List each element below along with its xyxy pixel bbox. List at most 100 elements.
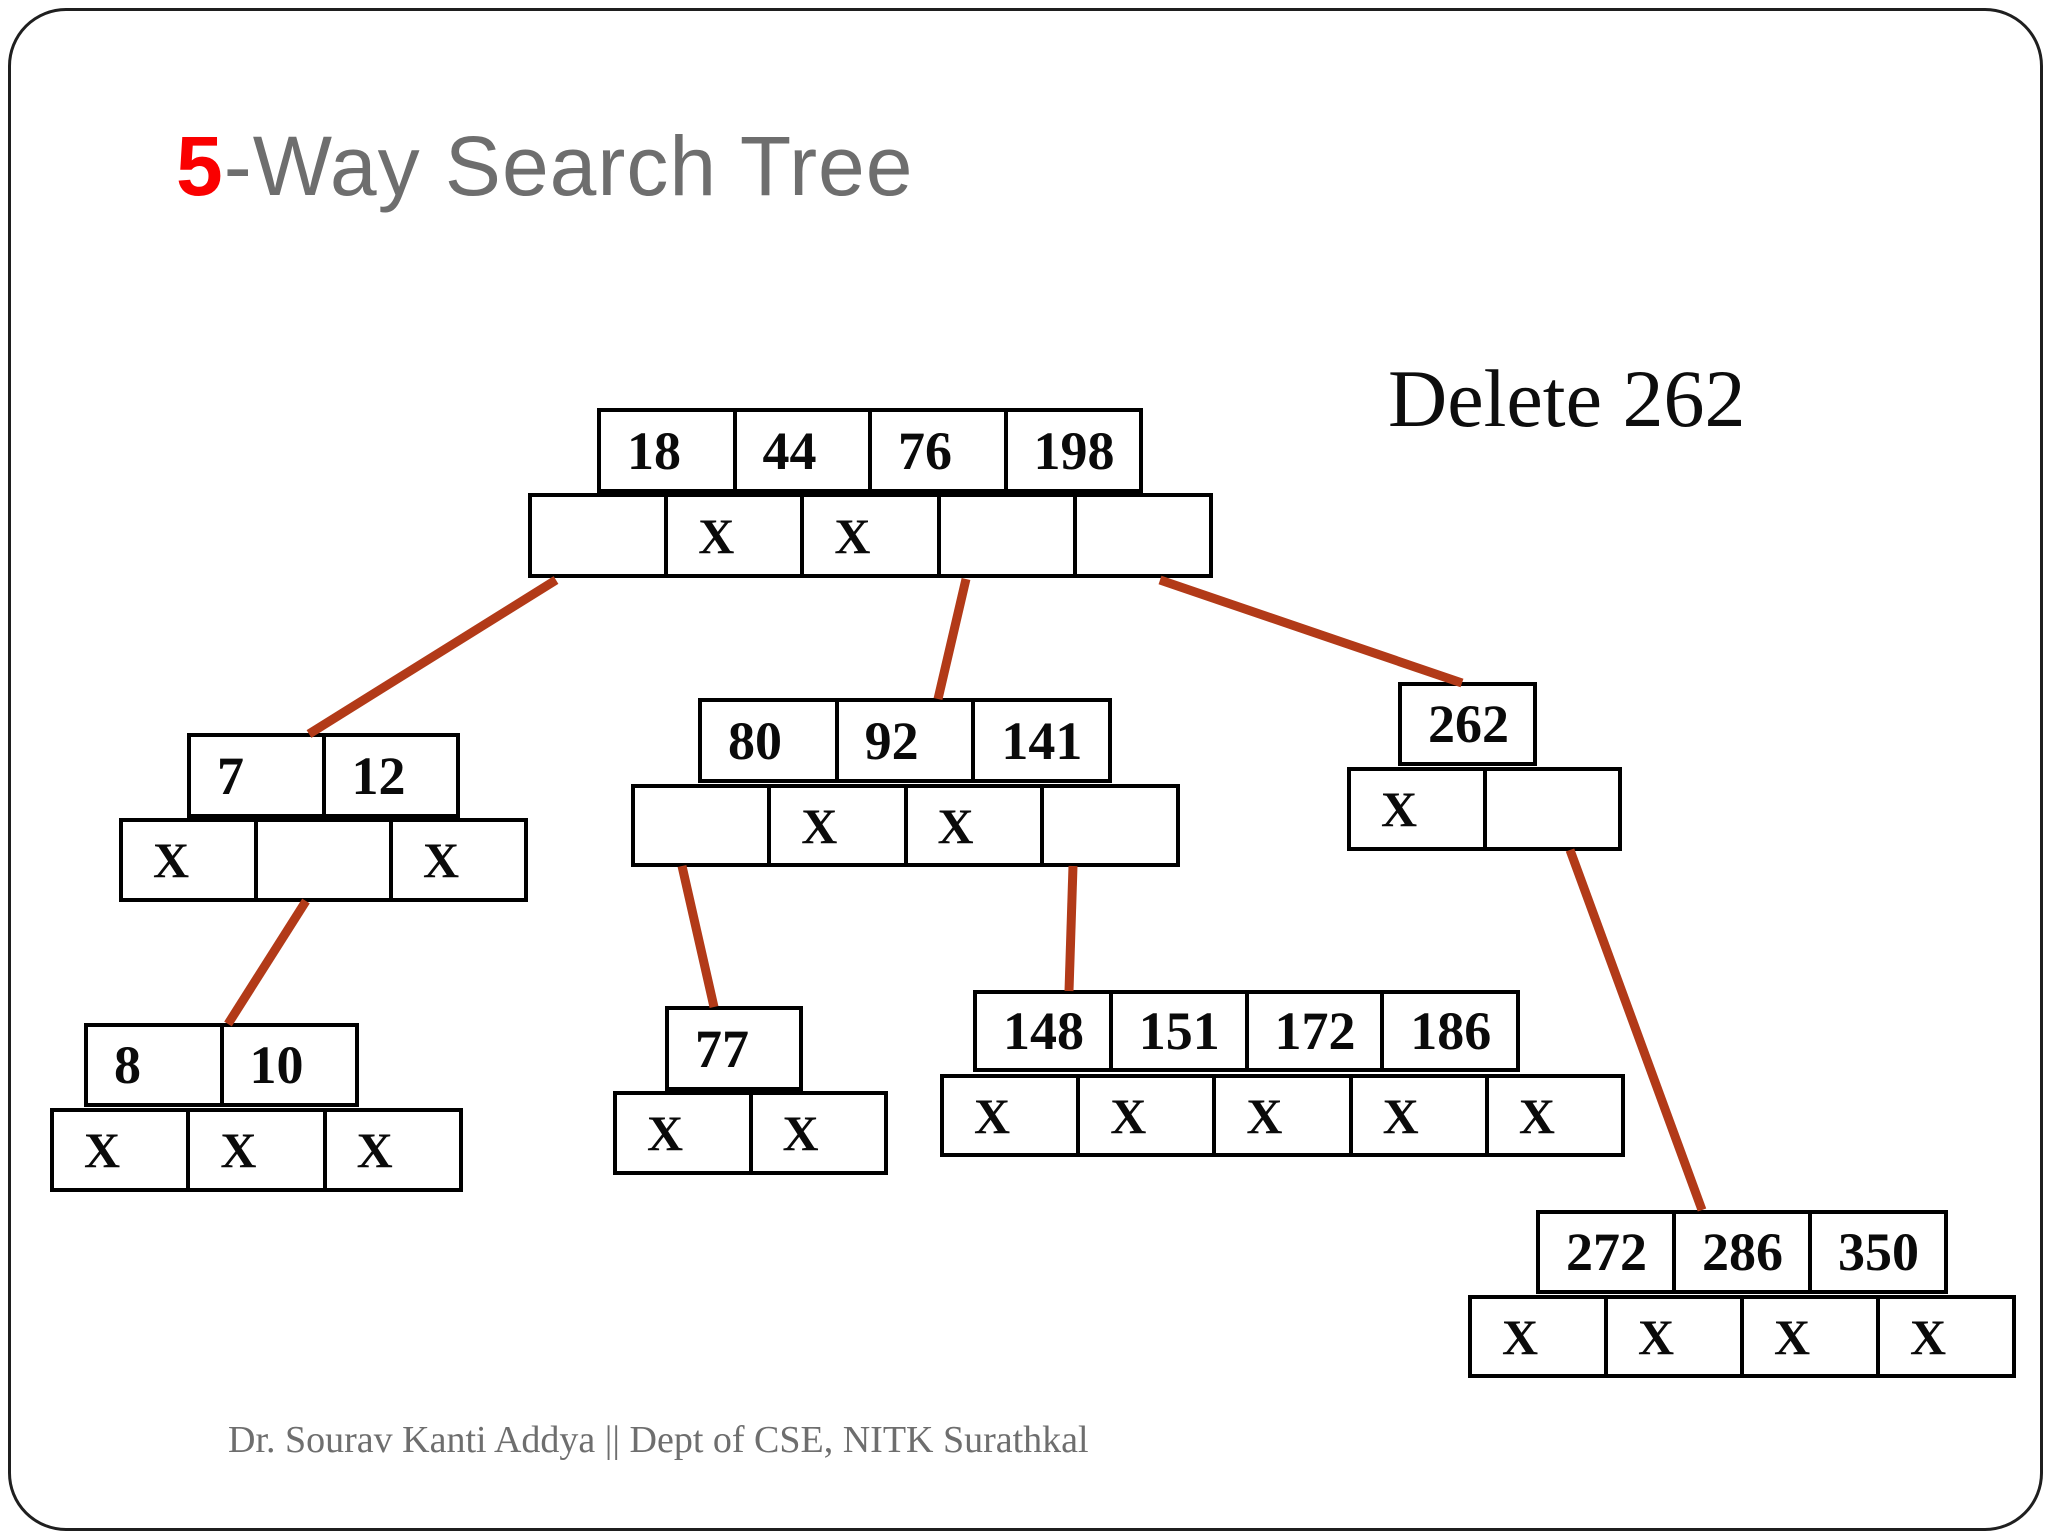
pointer-row: X (1347, 767, 1622, 851)
pointer-cell: X (389, 822, 524, 898)
key-cell: 148 (977, 994, 1109, 1068)
pointer-label: X (834, 507, 871, 564)
edge-node-root-to-node-7-12 (306, 576, 559, 738)
key-row: 80 92 141 (698, 698, 1112, 783)
pointer-cell (936, 497, 1073, 574)
key-cell: 8 (88, 1027, 220, 1103)
pointer-cell: X (748, 1095, 885, 1171)
pointer-cell: X (617, 1095, 749, 1171)
edge-node-root-to-node-80-92-141 (933, 577, 971, 701)
key-cell: 44 (732, 412, 869, 489)
pointer-label: X (356, 1122, 393, 1178)
pointer-cell: X (1076, 1078, 1212, 1153)
pointer-cell: X (903, 788, 1040, 863)
key-cell: 286 (1672, 1214, 1808, 1290)
key-label: 18 (627, 420, 681, 481)
pointer-cell: X (1484, 1078, 1621, 1153)
key-row: 7 12 (187, 733, 460, 818)
edge-node-7-12-to-node-8-10 (224, 898, 310, 1027)
key-label: 77 (695, 1018, 749, 1079)
pointer-label: X (1382, 1087, 1419, 1144)
pointer-cell (1072, 497, 1209, 574)
pointer-cell: X (1212, 1078, 1348, 1153)
pointer-label: X (220, 1122, 257, 1178)
key-cell: 77 (669, 1010, 799, 1087)
key-cell: 186 (1380, 994, 1516, 1068)
edge-node-80-92-141-to-node-148-151-172-186 (1064, 865, 1078, 992)
key-row: 272 286 350 (1536, 1210, 1948, 1294)
key-cell: 80 (702, 702, 835, 779)
pointer-label: X (1638, 1308, 1675, 1365)
key-cell: 151 (1108, 994, 1245, 1068)
key-label: 8 (114, 1035, 141, 1095)
page-title: 5-Way Search Tree (176, 118, 913, 215)
pointer-cell: X (1740, 1299, 1876, 1374)
key-label: 7 (217, 745, 244, 806)
key-label: 10 (249, 1035, 304, 1095)
key-label: 198 (1033, 420, 1115, 481)
key-cell: 272 (1540, 1214, 1672, 1290)
pointer-cell: X (800, 497, 936, 574)
key-cell: 92 (834, 702, 972, 779)
key-row: 8 10 (84, 1023, 359, 1107)
key-cell: 7 (191, 737, 322, 814)
pointer-label: X (801, 797, 838, 854)
key-cell: 76 (868, 412, 1004, 489)
pointer-cell: X (1351, 771, 1483, 847)
pointer-label: X (153, 832, 190, 888)
edge-node-80-92-141-to-node-77 (677, 865, 719, 1008)
pointer-label: X (1246, 1087, 1283, 1144)
pointer-label: X (1518, 1087, 1555, 1144)
key-label: 148 (1003, 1001, 1084, 1061)
key-label: 262 (1428, 694, 1509, 754)
key-label: 286 (1702, 1222, 1783, 1282)
key-row: 262 (1398, 682, 1537, 766)
pointer-cell: X (186, 1112, 322, 1188)
pointer-label: X (1774, 1308, 1811, 1365)
pointer-cell: X (767, 788, 903, 863)
key-label: 92 (864, 710, 919, 771)
pointer-label: X (423, 832, 460, 888)
pointer-cell (1039, 788, 1176, 863)
annotation-delete-262: Delete 262 (1388, 353, 1746, 444)
key-cell: 141 (971, 702, 1108, 779)
key-label: 350 (1838, 1222, 1919, 1282)
pointer-cell: X (1604, 1299, 1740, 1374)
key-label: 186 (1410, 1001, 1492, 1061)
key-cell: 12 (321, 737, 457, 814)
key-label: 12 (351, 745, 406, 806)
key-cell: 172 (1244, 994, 1381, 1068)
pointer-label: X (1110, 1087, 1147, 1144)
key-row: 77 (665, 1006, 803, 1091)
pointer-cell: X (944, 1078, 1076, 1153)
pointer-label: X (1910, 1308, 1947, 1365)
pointer-label: X (782, 1105, 819, 1161)
pointer-label: X (937, 797, 974, 854)
edge-node-root-to-node-262 (1158, 575, 1464, 688)
pointer-label: X (1502, 1308, 1539, 1365)
key-label: 272 (1566, 1222, 1647, 1282)
pointer-cell: X (1472, 1299, 1604, 1374)
key-row: 18 44 76 198 (597, 408, 1143, 493)
footer-credit: Dr. Sourav Kanti Addya || Dept of CSE, N… (228, 1419, 1089, 1461)
pointer-cell: X (664, 497, 800, 574)
pointer-cell (1482, 771, 1619, 847)
pointer-label: X (1381, 781, 1418, 837)
pointer-cell: X (54, 1112, 186, 1188)
title-text: -Way Search Tree (223, 119, 914, 213)
title-accent-number: 5 (176, 119, 224, 213)
key-label: 44 (762, 420, 817, 481)
key-cell: 18 (601, 412, 733, 489)
pointer-label: X (84, 1122, 121, 1178)
pointer-cell: X (1348, 1078, 1485, 1153)
